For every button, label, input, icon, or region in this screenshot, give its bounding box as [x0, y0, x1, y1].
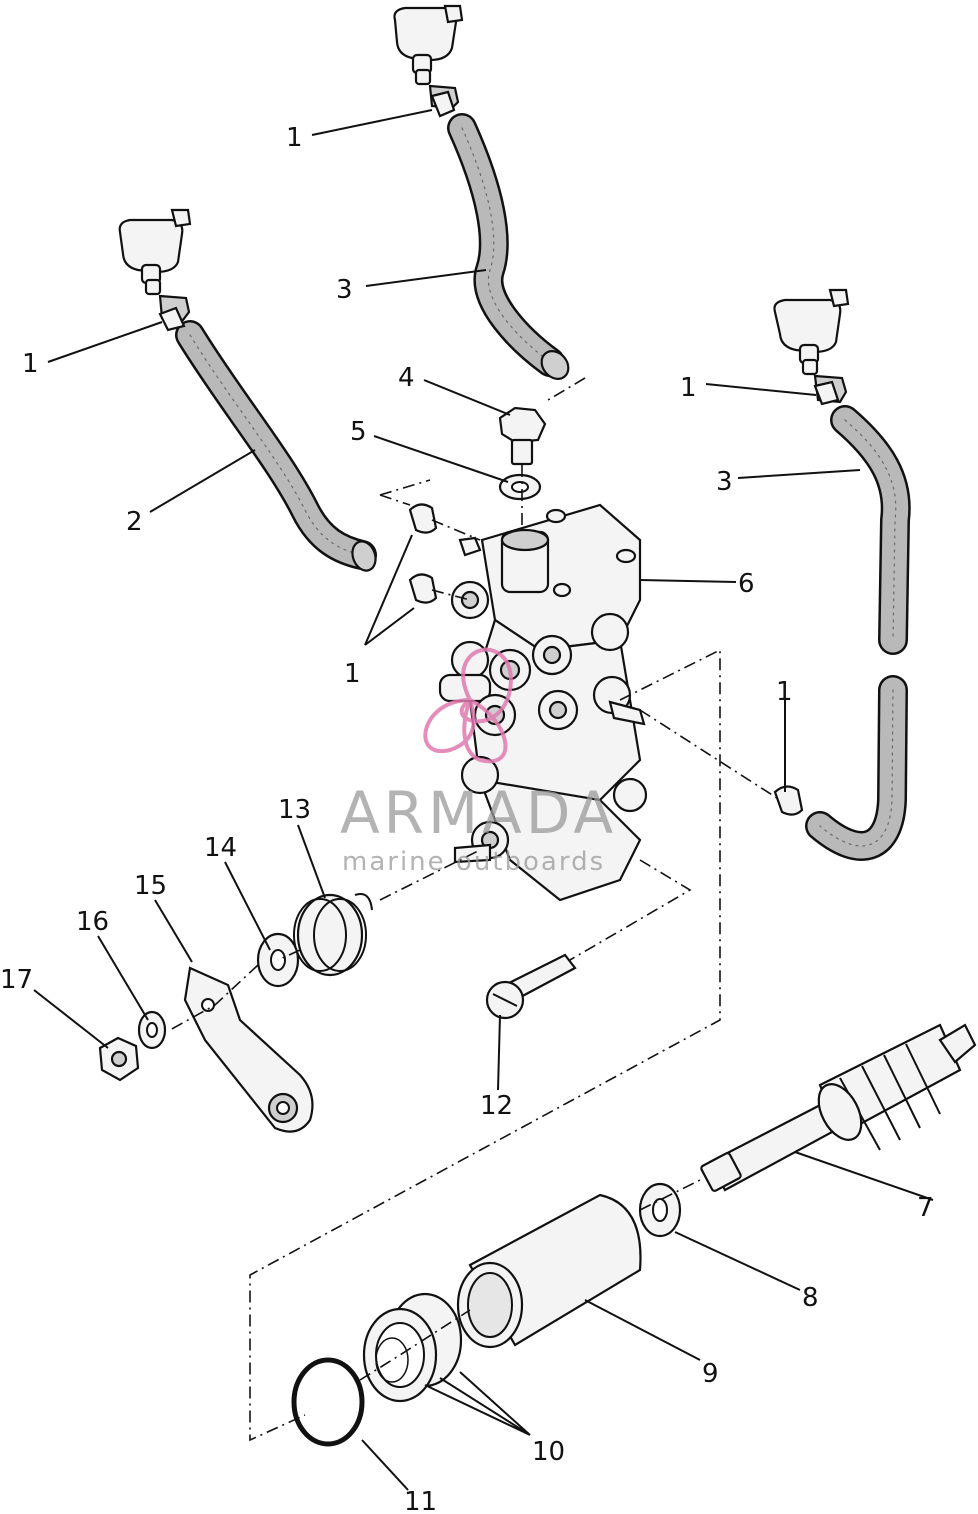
retaining-ring	[291, 1357, 365, 1447]
callout-1-top: 1	[286, 123, 303, 153]
callout-10: 10	[532, 1437, 565, 1467]
callout-11: 11	[404, 1487, 437, 1514]
shaft-washer	[638, 1182, 682, 1238]
callout-6: 6	[738, 569, 755, 599]
callout-4: 4	[398, 363, 415, 393]
mounting-screw	[485, 953, 577, 1020]
nozzle-top	[393, 4, 464, 110]
nozzle-right	[773, 288, 850, 404]
hose-right-lower	[805, 675, 908, 861]
watermark-tagline: marine outboards	[342, 847, 605, 877]
callout-5: 5	[350, 417, 367, 447]
hose-clips	[158, 90, 840, 816]
callout-15: 15	[134, 871, 167, 901]
hose-top	[447, 113, 570, 380]
callout-7: 7	[917, 1193, 934, 1223]
oil-seals	[362, 1292, 463, 1403]
callout-1-lower: 1	[776, 677, 793, 707]
hose-left	[175, 320, 377, 572]
callout-3-top: 3	[336, 275, 353, 305]
callout-2: 2	[126, 507, 143, 537]
bushing	[456, 1193, 642, 1349]
callout-17: 17	[0, 965, 33, 995]
callout-12: 12	[480, 1091, 513, 1121]
callout-14: 14	[204, 833, 237, 863]
callout-1-left: 1	[22, 349, 39, 379]
lock-washer	[137, 1010, 167, 1050]
callout-13: 13	[278, 795, 311, 825]
callout-1-pump: 1	[344, 659, 361, 689]
control-lever	[183, 966, 314, 1133]
watermark-logo	[423, 647, 513, 764]
assembly-lines	[169, 377, 781, 1442]
callout-9: 9	[702, 1359, 719, 1389]
hex-nut	[98, 1036, 140, 1082]
callout-8: 8	[802, 1283, 819, 1313]
callout-labels: 1 1 1 1 1 2 3 3 4 5 6 7 8 9 10 11 12 13 …	[0, 123, 934, 1514]
banjo-bolt	[498, 406, 547, 466]
callout-16: 16	[76, 907, 109, 937]
sealing-washer	[498, 473, 542, 501]
hose-right-upper	[830, 405, 911, 655]
leader-lines	[33, 109, 934, 1491]
callout-1-right: 1	[680, 373, 697, 403]
watermark-brand: ARMADA	[340, 779, 617, 847]
callout-3-right: 3	[716, 467, 733, 497]
nozzle-left	[118, 208, 192, 322]
drive-gear-shaft	[700, 1023, 977, 1192]
return-spring	[293, 893, 373, 977]
